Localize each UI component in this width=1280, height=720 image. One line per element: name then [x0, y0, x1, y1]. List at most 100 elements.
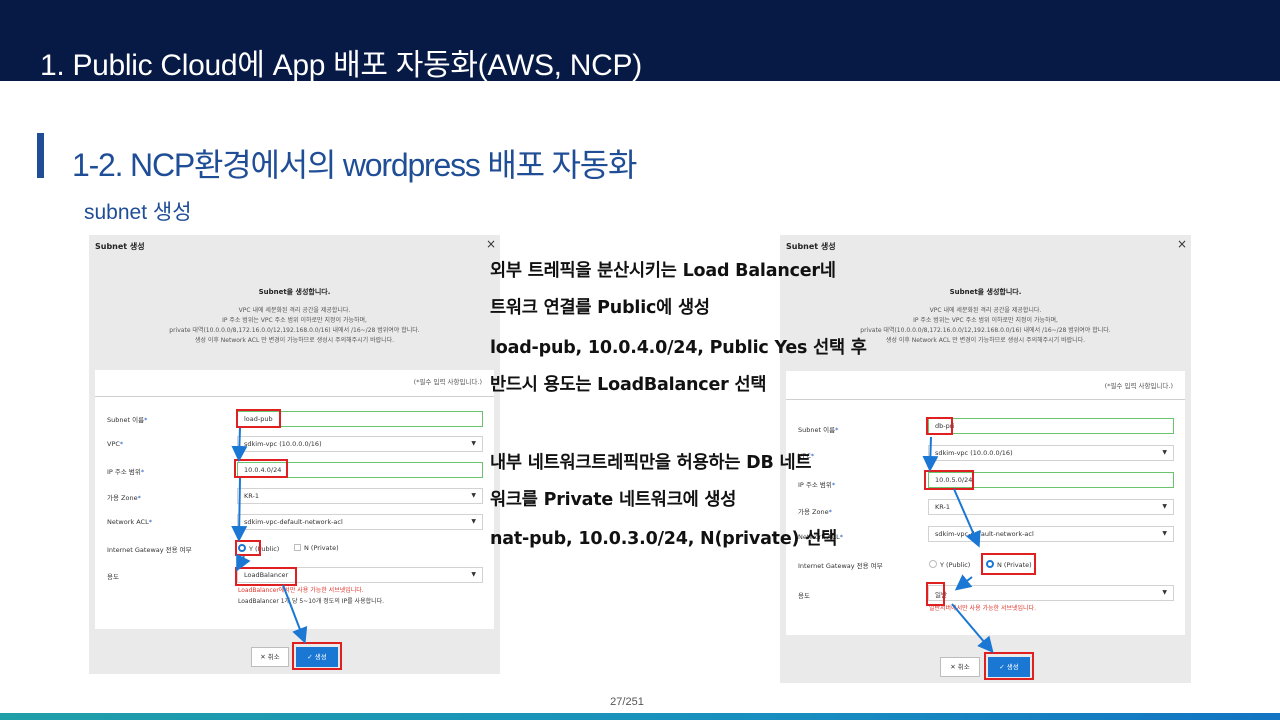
- usage-select[interactable]: 일반▼: [928, 585, 1174, 601]
- section-accent-bar: [37, 133, 44, 178]
- highlight-name: [236, 409, 281, 428]
- note-line: 외부 트레픽을 분산시키는 Load Balancer네: [490, 261, 836, 281]
- acl-select[interactable]: sdkim-vpc-default-network-acl▼: [237, 514, 483, 530]
- create-button[interactable]: ✓ 생성: [296, 647, 338, 667]
- close-icon[interactable]: ×: [485, 237, 496, 251]
- close-icon[interactable]: ×: [1176, 237, 1187, 251]
- acl-label: Network ACL*: [107, 518, 152, 526]
- section-title: 1-2. NCP환경에서의 wordpress 배포 자동화: [72, 147, 637, 183]
- dialog-heading: Subnet을 생성합니다.: [258, 288, 331, 296]
- ip-range-input[interactable]: 10.0.4.0/24: [237, 462, 483, 478]
- vpc-label: VPC*: [107, 440, 124, 448]
- highlight-private: [981, 553, 1036, 575]
- subnet-name-label: Subnet 이름*: [798, 426, 839, 434]
- highlight-usage: [235, 567, 297, 586]
- subnet-dialog-private: Subnet 생성 × Subnet을 생성합니다. VPC 내에 세분화된 격…: [780, 235, 1191, 683]
- note-line: 반드시 용도는 LoadBalancer 선택: [490, 375, 767, 395]
- vpc-select[interactable]: sdkim-vpc (10.0.0.0/16)▼: [237, 436, 483, 452]
- caret-down-icon: ▼: [1162, 530, 1167, 537]
- usage-label: 용도: [798, 592, 810, 600]
- x-icon: ✕: [260, 653, 266, 661]
- usage-hint: LoadBalancer 1개 당 5~10개 정도의 IP를 사용합니다.: [238, 598, 385, 605]
- dialog-intro: Subnet을 생성합니다. VPC 내에 세분화된 격리 공간을 제공합니다.…: [89, 287, 500, 346]
- usage-select[interactable]: LoadBalancer▼: [237, 567, 483, 583]
- vpc-select[interactable]: sdkim-vpc (10.0.0.0/16)▼: [928, 445, 1174, 461]
- subnet-dialog-public: Subnet 생성 × Subnet을 생성합니다. VPC 내에 세분화된 격…: [89, 235, 500, 674]
- highlight-ip: [924, 470, 974, 490]
- divider: [786, 399, 1185, 400]
- header-bar: [0, 0, 1280, 81]
- usage-hint: LoadBalancer에서만 사용 가능한 서브넷입니다.: [238, 587, 364, 594]
- required-note: (*필수 입력 사항입니다.): [413, 378, 482, 386]
- radio-private[interactable]: N (Private): [294, 544, 339, 552]
- radio-selected-icon: [986, 560, 994, 568]
- ip-range-label: IP 주소 범위*: [798, 481, 836, 489]
- note-line: 워크를 Private 네트워크에 생성: [490, 490, 737, 510]
- section-subtitle: subnet 생성: [84, 201, 192, 224]
- acl-select[interactable]: sdkim-vpc-default-network-acl▼: [928, 526, 1174, 542]
- radio-private[interactable]: N (Private): [986, 560, 1032, 569]
- highlight-create: [292, 642, 342, 670]
- check-icon: ✓: [999, 663, 1005, 671]
- note-line: 트워크 연결를 Public에 생성: [490, 298, 710, 318]
- caret-down-icon: ▼: [471, 492, 476, 499]
- note-line: load-pub, 10.0.4.0/24, Public Yes 선택 후: [490, 338, 867, 358]
- caret-down-icon: ▼: [1162, 449, 1167, 456]
- dialog-heading: Subnet을 생성합니다.: [949, 288, 1022, 296]
- subnet-form: (*필수 입력 사항입니다.) Subnet 이름* load-pub VPC*…: [95, 370, 494, 629]
- cancel-button[interactable]: ✕ 취소: [251, 647, 289, 667]
- caret-down-icon: ▼: [471, 571, 476, 578]
- intro-line: 생성 이후 Network ACL 만 변경이 가능하므로 생성시 주의해주시기…: [885, 337, 1086, 344]
- intro-line: private 대역(10.0.0.0/8,172.16.0.0/12,192.…: [169, 327, 420, 334]
- acl-label: Network ACL*: [798, 533, 843, 541]
- cancel-button[interactable]: ✕ 취소: [940, 657, 980, 677]
- intro-line: IP 주소 범위는 VPC 주소 범위 이하로만 지정이 가능하며,: [913, 317, 1058, 324]
- footer-bar: [0, 713, 1280, 720]
- highlight-public: [235, 540, 261, 556]
- subnet-name-input[interactable]: db-pri: [928, 418, 1174, 434]
- highlight-name: [926, 417, 953, 435]
- radio-selected-icon: [238, 544, 246, 552]
- caret-down-icon: ▼: [1162, 503, 1167, 510]
- divider: [95, 396, 494, 397]
- ip-range-label: IP 주소 범위*: [107, 468, 145, 476]
- intro-line: 생성 이후 Network ACL 만 변경이 가능하므로 생성시 주의해주시기…: [194, 337, 395, 344]
- zone-label: 가용 Zone*: [798, 508, 832, 516]
- note-line: 내부 네트워크트레픽만을 허용하는 DB 네트: [490, 453, 812, 473]
- radio-unselected-icon: [929, 560, 937, 568]
- intro-line: VPC 내에 세분화된 격리 공간을 제공합니다.: [238, 307, 351, 314]
- check-icon: ✓: [307, 653, 313, 661]
- note-line: nat-pub, 10.0.3.0/24, N(private) 선택: [490, 529, 838, 549]
- intro-line: IP 주소 범위는 VPC 주소 범위 이하로만 지정이 가능하며,: [222, 317, 367, 324]
- dialog-title: Subnet 생성: [95, 242, 145, 251]
- create-button[interactable]: ✓ 생성: [988, 657, 1030, 677]
- dialog-intro: Subnet을 생성합니다. VPC 내에 세분화된 격리 공간을 제공합니다.…: [780, 287, 1191, 346]
- usage-hint: 일반서버에서만 사용 가능한 서브넷입니다.: [929, 605, 1036, 612]
- radio-public[interactable]: Y (Public): [929, 560, 970, 569]
- igw-label: Internet Gateway 전용 여부: [107, 546, 192, 554]
- highlight-ip: [234, 459, 288, 478]
- dialog-title: Subnet 생성: [786, 242, 836, 251]
- ip-range-input[interactable]: 10.0.5.0/24: [928, 472, 1174, 488]
- page-number: 27/251: [610, 696, 644, 708]
- caret-down-icon: ▼: [471, 518, 476, 525]
- highlight-usage: [926, 582, 945, 606]
- highlight-create: [984, 652, 1034, 680]
- subnet-name-input[interactable]: load-pub: [237, 411, 483, 427]
- radio-unselected-icon: [294, 544, 301, 551]
- zone-select[interactable]: KR-1▼: [237, 488, 483, 504]
- subnet-form: (*필수 입력 사항입니다.) Subnet 이름* db-pri VPC* s…: [786, 371, 1185, 635]
- intro-line: VPC 내에 세분화된 격리 공간을 제공합니다.: [929, 307, 1042, 314]
- usage-label: 용도: [107, 573, 119, 581]
- zone-select[interactable]: KR-1▼: [928, 499, 1174, 515]
- required-note: (*필수 입력 사항입니다.): [1104, 382, 1173, 390]
- caret-down-icon: ▼: [1162, 589, 1167, 596]
- igw-label: Internet Gateway 전용 여부: [798, 562, 883, 570]
- caret-down-icon: ▼: [471, 440, 476, 447]
- subnet-name-label: Subnet 이름*: [107, 416, 148, 424]
- zone-label: 가용 Zone*: [107, 494, 141, 502]
- slide-title: 1. Public Cloud에 App 배포 자동화(AWS, NCP): [40, 49, 642, 82]
- radio-public[interactable]: Y (Public): [238, 544, 279, 553]
- x-icon: ✕: [950, 663, 956, 671]
